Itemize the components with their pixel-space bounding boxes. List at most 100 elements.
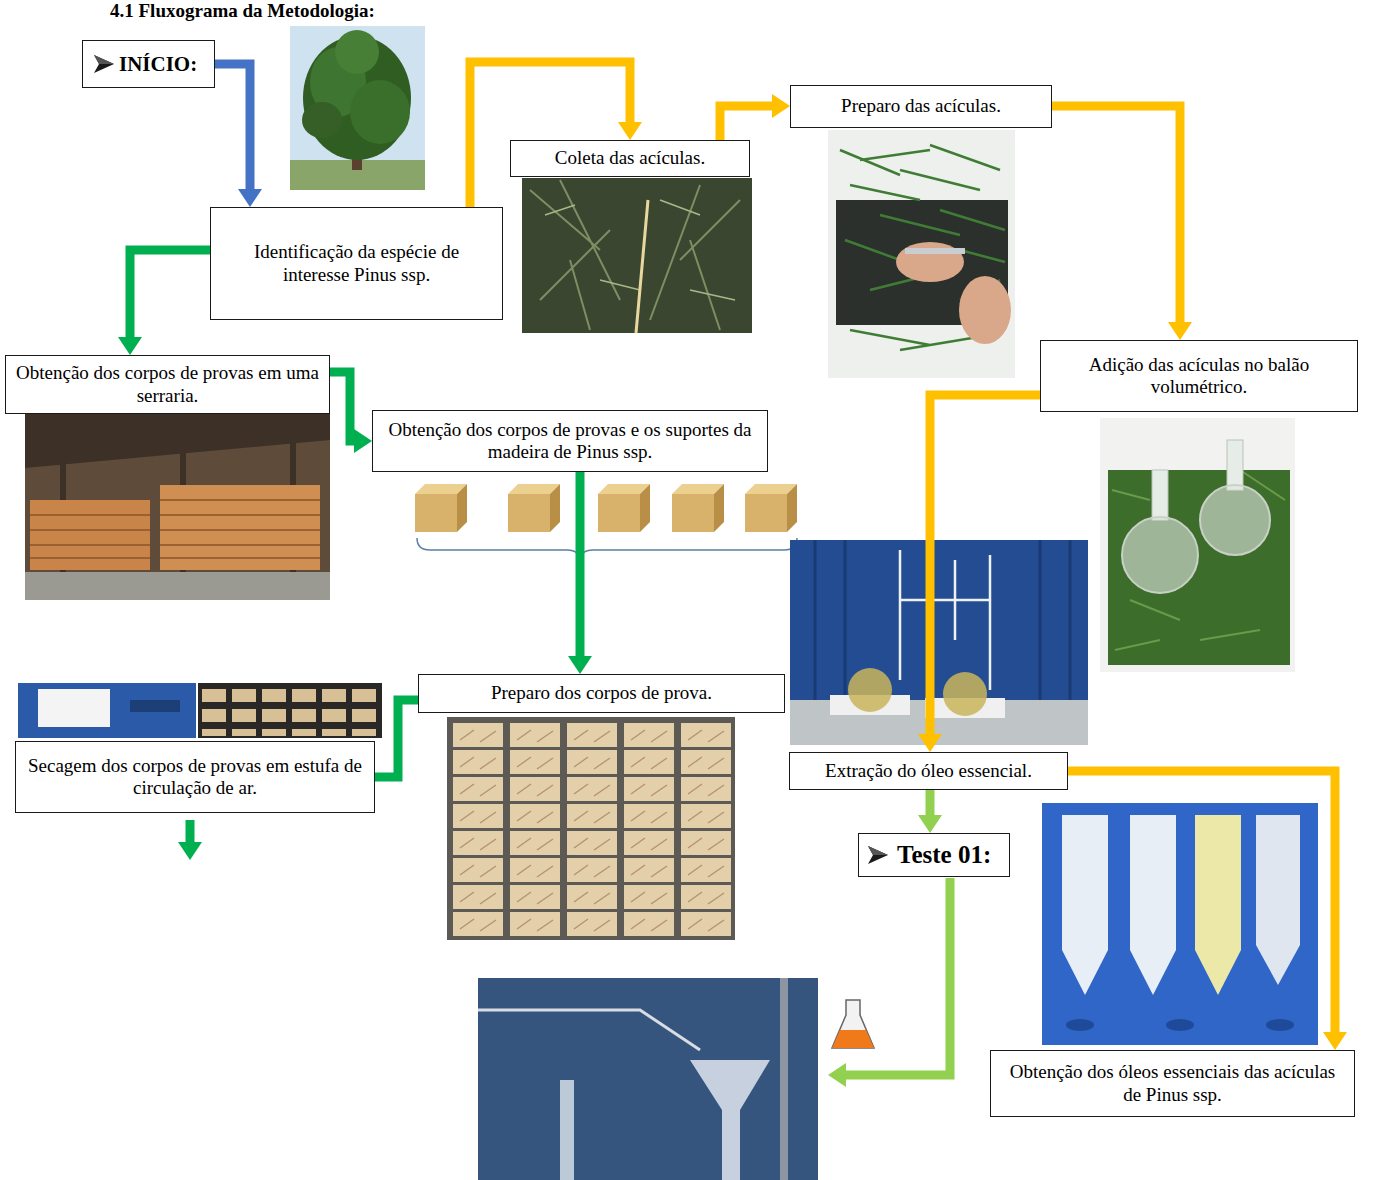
test-apparatus-photo xyxy=(780,978,788,1180)
needle-collection-photo xyxy=(530,180,740,330)
oil-tubes-photo xyxy=(1195,815,1241,995)
flasks-photo xyxy=(1152,470,1168,520)
box-text: INÍCIO: xyxy=(119,52,206,77)
prepared-samples-photo xyxy=(452,722,734,938)
wood-cube-samples xyxy=(672,484,724,532)
drying-oven-photo xyxy=(200,686,380,736)
test-label: Teste 01: xyxy=(858,833,1010,877)
wood-cube-samples xyxy=(672,494,714,532)
oil-tubes-photo xyxy=(1266,1019,1294,1031)
flasks-photo xyxy=(1112,470,1285,650)
oil-tubes-photo xyxy=(1130,815,1176,995)
drying-oven-photo xyxy=(130,700,180,712)
wood-cube-samples xyxy=(457,484,467,532)
process-box: Extração do óleo essencial. xyxy=(789,752,1068,790)
wood-cube-samples xyxy=(508,494,550,532)
pine-tree-photo xyxy=(290,26,425,190)
pine-tree-photo xyxy=(302,102,342,138)
connector-group xyxy=(33,62,1335,1032)
needle-cutting-photo xyxy=(828,130,1015,378)
process-box: Coleta das acículas. xyxy=(510,140,750,177)
drying-oven-photo xyxy=(198,683,382,738)
sawmill-photo xyxy=(30,500,150,570)
flow-arrow xyxy=(576,472,585,656)
distillation-photo xyxy=(790,540,1088,745)
wood-cube-samples xyxy=(714,484,724,532)
process-box: Obtenção dos óleos essenciais das acícul… xyxy=(990,1050,1355,1117)
flasks-photo xyxy=(1227,440,1243,490)
process-box: Preparo dos corpos de prova. xyxy=(418,674,785,713)
box-text: Teste 01: xyxy=(897,840,1001,870)
wood-cube-samples xyxy=(745,494,787,532)
bullet-arrow-symbol xyxy=(94,55,114,64)
wood-cube-samples xyxy=(640,484,650,532)
sawmill-photo xyxy=(25,410,330,600)
bullet-arrow-symbol xyxy=(868,846,888,864)
test-apparatus-photo xyxy=(478,978,818,1180)
sawmill-photo xyxy=(25,410,330,600)
bullet-arrow-symbol xyxy=(868,846,888,864)
flasks-photo xyxy=(1100,418,1295,672)
process-box: Identificação da espécie de interesse Pi… xyxy=(210,207,503,320)
box-text: Extração do óleo essencial. xyxy=(798,760,1059,782)
sawmill-photo xyxy=(25,572,330,600)
oil-tubes-photo xyxy=(1062,815,1108,995)
needle-cutting-photo xyxy=(905,248,965,254)
pine-tree-photo xyxy=(335,30,379,74)
erlenmeyer-icon xyxy=(832,1030,874,1048)
flow-arrow xyxy=(186,820,195,842)
box-text: Obtenção dos corpos de provas e os supor… xyxy=(381,419,759,464)
box-text: Identificação da espécie de interesse Pi… xyxy=(219,241,494,286)
process-box: Adição das acículas no balão volumétrico… xyxy=(1040,340,1358,412)
box-text: Adição das acículas no balão volumétrico… xyxy=(1049,354,1349,399)
box-text: Preparo das acículas. xyxy=(799,95,1043,117)
drying-oven-photo xyxy=(18,683,382,738)
oil-tubes-photo xyxy=(1042,803,1318,1045)
prepared-samples-photo xyxy=(447,717,735,940)
box-text: Obtenção dos óleos essenciais das acícul… xyxy=(999,1061,1346,1106)
wood-cube-samples xyxy=(745,484,797,532)
drying-oven-photo xyxy=(38,689,110,727)
distillation-photo xyxy=(790,540,1088,745)
oil-tubes-photo xyxy=(1166,1019,1194,1031)
wood-cube-samples xyxy=(415,494,457,532)
flow-arrow xyxy=(330,372,354,441)
pine-tree-photo xyxy=(350,80,410,144)
flow-arrow xyxy=(930,395,1040,734)
pine-tree-photo xyxy=(290,26,425,190)
flow-arrow xyxy=(846,878,950,1075)
needle-collection-photo xyxy=(522,178,752,333)
wood-cube-samples xyxy=(598,484,650,532)
needle-cutting-photo xyxy=(828,130,1015,378)
grouping-bracket xyxy=(417,538,797,562)
test-apparatus-photo xyxy=(560,1080,574,1180)
process-box: Secagem dos corpos de provas em estufa d… xyxy=(15,741,375,813)
flow-arrow xyxy=(215,64,250,189)
prepared-samples-photo xyxy=(447,717,735,940)
flasks-photo xyxy=(1108,470,1290,665)
oil-tubes-photo xyxy=(1066,1019,1094,1031)
distillation-photo xyxy=(943,672,987,716)
flow-arrow xyxy=(1068,771,1335,1032)
wood-cube-samples xyxy=(415,484,797,532)
wood-cube-samples xyxy=(550,484,560,532)
box-text: Secagem dos corpos de provas em estufa d… xyxy=(24,755,366,800)
bullet-arrow-symbol xyxy=(94,55,114,73)
test-apparatus-photo xyxy=(690,1060,770,1180)
box-text: Obtenção dos corpos de provas em uma ser… xyxy=(14,362,321,407)
flasks-photo xyxy=(1200,485,1270,555)
flasks-photo xyxy=(1122,517,1198,593)
wood-cube-samples xyxy=(415,484,467,532)
sawmill-photo xyxy=(25,410,330,468)
erlenmeyer-icon xyxy=(832,1000,874,1048)
flow-arrow xyxy=(1052,106,1180,322)
flow-arrow xyxy=(720,106,772,140)
box-text: Preparo dos corpos de prova. xyxy=(427,682,776,704)
wood-cube-samples xyxy=(508,484,560,532)
flow-arrow xyxy=(470,62,630,207)
box-text: Coleta das acículas. xyxy=(519,147,741,169)
diagram-title: 4.1 Fluxograma da Metodologia: xyxy=(110,0,375,22)
